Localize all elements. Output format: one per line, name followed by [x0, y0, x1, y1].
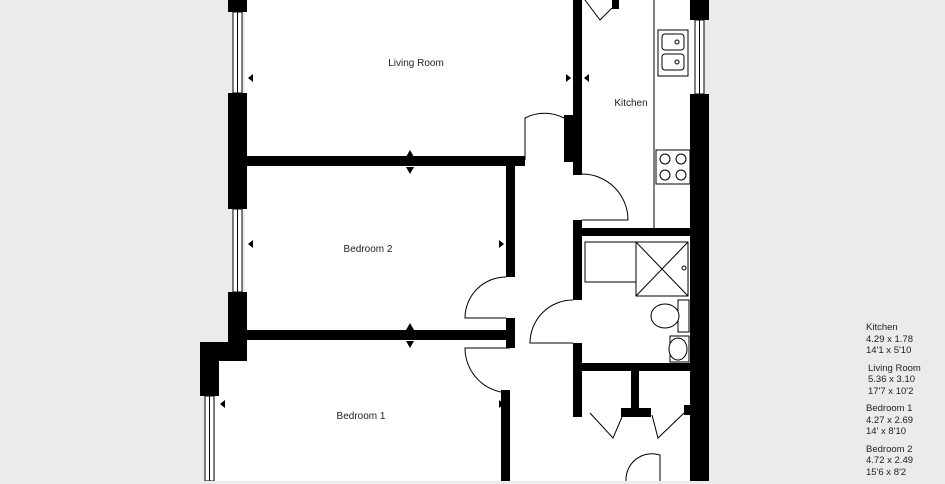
- windows: [204, 11, 705, 481]
- legend-metric: 5.36 x 3.10: [868, 374, 916, 385]
- legend-metric: 4.27 x 2.69: [866, 414, 914, 426]
- dimension-markers: [220, 74, 589, 408]
- legend-room-name: Kitchen: [866, 322, 898, 333]
- door-swings: [464, 0, 685, 481]
- legend-entry-bedroom-1: Bedroom 1 4.27 x 2.69 14' x 8'10: [866, 403, 921, 438]
- kitchen-worktop: [653, 0, 691, 228]
- room-label-kitchen: Kitchen: [614, 98, 647, 109]
- legend-room-name: Living Room: [868, 362, 921, 374]
- legend-entry-bedroom-2: Bedroom 2 4.72 x 2.49 15'6 x 8'2: [866, 444, 921, 479]
- legend-entry-kitchen: Kitchen 4.29 x 1.78 14'1 x 5'10: [866, 322, 921, 357]
- legend-imperial: 15'6 x 8'2: [866, 466, 907, 478]
- legend-entry-living-room: Living Room 5.36 x 3.10 17'7 x 10'2: [868, 363, 921, 398]
- legend-room-name: Bedroom 1: [866, 403, 913, 414]
- legend-metric: 4.72 x 2.49: [866, 455, 914, 466]
- room-label-bedroom-1: Bedroom 1: [337, 411, 386, 422]
- room-dimensions-legend: Kitchen 4.29 x 1.78 14'1 x 5'10 Living R…: [866, 322, 921, 484]
- bathroom-fixtures: [584, 241, 690, 363]
- floor-area: [215, 0, 695, 481]
- room-label-bedroom-2: Bedroom 2: [344, 244, 393, 255]
- walls: [200, 0, 709, 481]
- legend-imperial: 14'1 x 5'10: [866, 345, 912, 356]
- legend-metric: 4.29 x 1.78: [866, 333, 914, 345]
- room-label-living-room: Living Room: [388, 58, 444, 69]
- legend-room-name: Bedroom 2: [866, 443, 913, 455]
- legend-imperial: 14' x 8'10: [866, 426, 907, 437]
- legend-imperial: 17'7 x 10'2: [868, 385, 914, 397]
